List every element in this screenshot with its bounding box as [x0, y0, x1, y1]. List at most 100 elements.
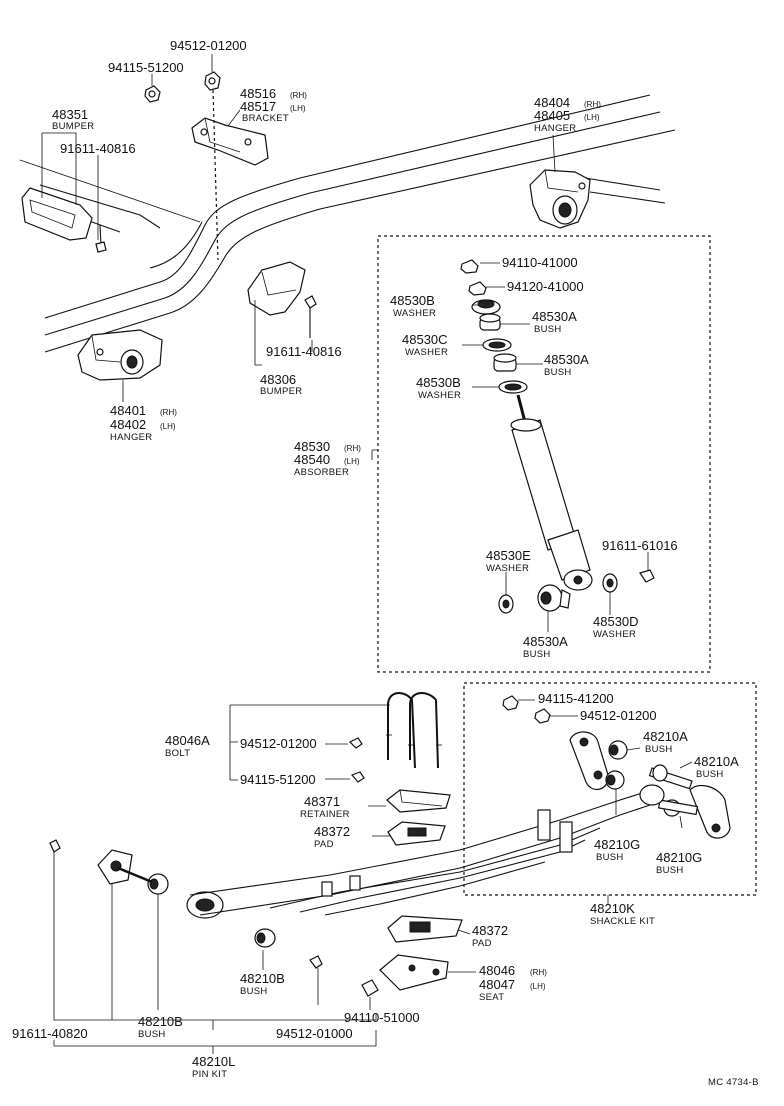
side-label: (LH) [530, 982, 546, 991]
pin-kit-bracket [53, 1030, 377, 1054]
retainer-part [386, 789, 451, 813]
part-name-label: BUSH [534, 324, 562, 335]
part-name-label: BUMPER [260, 386, 302, 397]
nut-part [204, 71, 221, 91]
bracket-part [191, 89, 269, 261]
part-number-label: 48210A [643, 729, 688, 744]
part-number-label: 94115-51200 [240, 772, 316, 787]
part-labels: 94512-01200 94115-51200 48516 (RH) 48517… [12, 38, 759, 1088]
part-number-label: 48372 [472, 923, 508, 938]
part-number-label: 91611-40820 [12, 1026, 88, 1041]
side-label: (LH) [290, 104, 306, 113]
part-name-label: PAD [314, 839, 334, 850]
part-name-label: BUSH [696, 769, 724, 780]
part-name-label: HANGER [534, 123, 576, 134]
part-number-label: 94120-41000 [507, 279, 584, 294]
part-name-label: BUSH [523, 649, 551, 660]
part-name-label: WASHER [405, 347, 448, 358]
part-name-label: BUSH [544, 367, 572, 378]
part-number-label: 48210L [192, 1054, 235, 1069]
part-name-label: WASHER [418, 390, 461, 401]
part-number-label: 48404 [534, 95, 570, 110]
part-name-label: WASHER [393, 308, 436, 319]
part-number-label: 48401 [110, 403, 146, 418]
part-name-label: WASHER [593, 629, 636, 640]
part-number-label: 48540 [294, 452, 330, 467]
part-name-label: SHACKLE KIT [590, 916, 655, 927]
nut-part [49, 737, 379, 997]
part-number-label: 48371 [304, 794, 340, 809]
part-number-label: 48530 [294, 439, 330, 454]
part-number-label: 48210K [590, 901, 635, 916]
part-name-label: PAD [472, 938, 492, 949]
bumper-part [247, 261, 317, 338]
part-name-label: ABSORBER [294, 467, 349, 478]
part-number-label: 48516 [240, 86, 276, 101]
part-number-label: 48210G [594, 837, 640, 852]
side-label: (RH) [530, 968, 547, 977]
part-name-label: BUSH [138, 1029, 166, 1040]
part-number-label: 48306 [260, 372, 296, 387]
part-number-label: 48372 [314, 824, 350, 839]
part-number-label: 48210A [694, 754, 739, 769]
seat-part [379, 954, 449, 991]
part-number-label: 94110-51000 [344, 1010, 420, 1025]
part-name-label: RETAINER [300, 809, 350, 820]
side-label: (RH) [290, 91, 307, 100]
part-number-label: 48530A [544, 352, 589, 367]
part-number-label: 48210B [138, 1014, 183, 1029]
part-number-label: 48530D [593, 614, 639, 629]
hanger-part [529, 169, 591, 229]
side-label: (RH) [584, 100, 601, 109]
u-bolt-part [386, 692, 442, 769]
side-label: (RH) [160, 408, 177, 417]
part-number-label: 94512-01200 [170, 38, 247, 53]
part-name-label: BUSH [656, 865, 684, 876]
part-name-label: BOLT [165, 748, 190, 759]
part-number-label: 48530A [523, 634, 568, 649]
part-number-label: 48405 [534, 108, 570, 123]
part-number-label: 91611-40816 [60, 141, 136, 156]
part-number-label: 91611-61016 [602, 538, 678, 553]
part-number-label: 48210G [656, 850, 702, 865]
part-name-label: SEAT [479, 992, 504, 1003]
pin-part [97, 849, 153, 885]
part-number-label: 48530C [402, 332, 448, 347]
part-number-label: 94115-51200 [108, 60, 184, 75]
part-number-label: 94512-01200 [240, 736, 317, 751]
nut-part [144, 85, 161, 103]
side-label: (LH) [160, 422, 176, 431]
part-number-label: 91611-40816 [266, 344, 342, 359]
part-number-label: 48530B [390, 293, 435, 308]
shackle-parts [502, 695, 731, 839]
part-number-label: 48047 [479, 977, 515, 992]
part-name-label: HANGER [110, 432, 152, 443]
part-number-label: 48046 [479, 963, 515, 978]
part-name-label: PIN KIT [192, 1069, 227, 1080]
part-number-label: 48530E [486, 548, 531, 563]
part-number-label: 48046A [165, 733, 210, 748]
side-label: (LH) [344, 457, 360, 466]
pad-part [387, 915, 463, 943]
bush-part [147, 873, 276, 948]
part-number-label: 94512-01000 [276, 1026, 353, 1041]
part-number-label: 48530B [416, 375, 461, 390]
diagram-code: MC 4734-B [708, 1077, 759, 1088]
part-number-label: 94115-41200 [538, 691, 614, 706]
side-label: (LH) [584, 113, 600, 122]
pad-part [387, 821, 446, 846]
leader-lines [41, 54, 693, 1030]
shackle-kit-box [463, 682, 757, 896]
part-name-label: WASHER [486, 563, 529, 574]
hanger-part [77, 329, 163, 381]
part-name-label: BRACKET [242, 113, 289, 124]
bumper-part [21, 187, 107, 253]
part-number-label: 48210B [240, 971, 285, 986]
part-name-label: BUSH [645, 744, 673, 755]
part-name-label: BUMPER [52, 121, 94, 132]
side-label: (RH) [344, 444, 361, 453]
part-number-label: 48530A [532, 309, 577, 324]
part-number-label: 48517 [240, 99, 276, 114]
part-name-label: BUSH [240, 986, 268, 997]
